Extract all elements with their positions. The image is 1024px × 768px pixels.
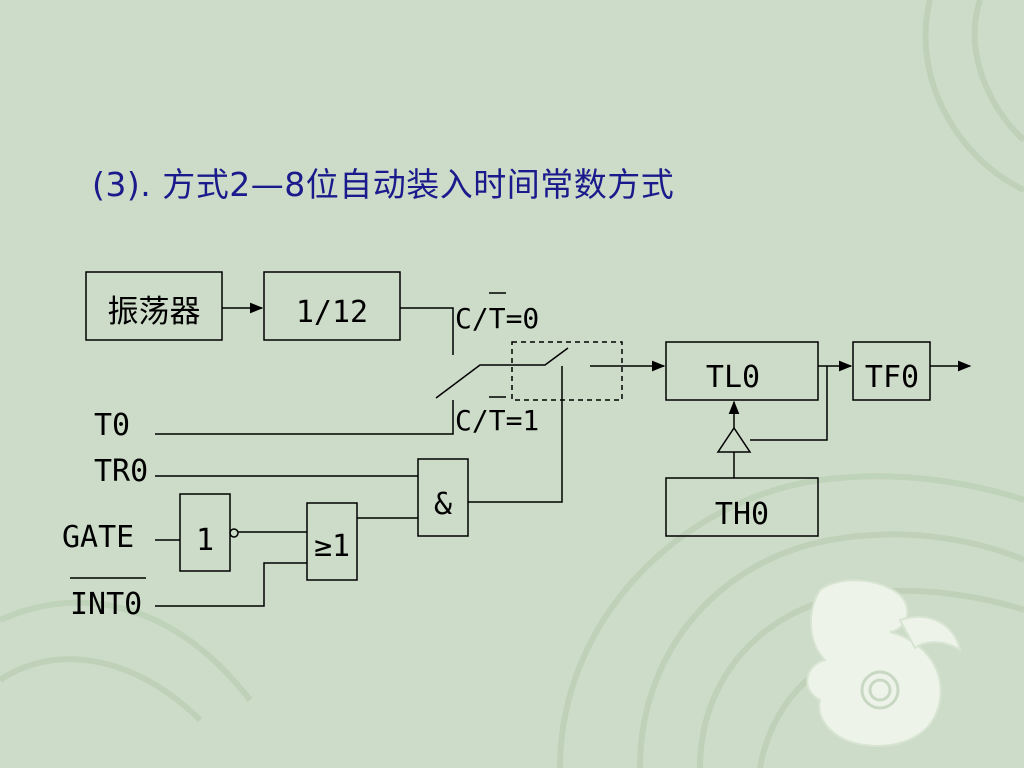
switch-blade — [435, 347, 569, 399]
oscillator-label: 振荡器 — [108, 294, 201, 330]
slide-title: (3). 方式2—8位自动装入时间常数方式 — [92, 165, 675, 204]
and-gate — [417, 458, 469, 537]
th0-label: TH0 — [715, 497, 769, 532]
oscillator-box — [85, 271, 223, 341]
tl0-label: TL0 — [706, 360, 760, 395]
th0-box — [665, 477, 819, 537]
tf0-box — [852, 341, 931, 401]
ct1-label: C/T=1 — [455, 404, 539, 437]
inverter-bubble — [229, 528, 239, 538]
tl0-box — [665, 341, 819, 401]
and-to-switch-wire — [468, 366, 563, 503]
divider-output-wire — [400, 307, 454, 355]
ct0-label: C/T=0 — [455, 302, 539, 335]
or-gate-label: ≥1 — [314, 529, 350, 564]
t0-label: T0 — [94, 408, 130, 443]
divider-box — [263, 271, 401, 341]
divider-label: 1/12 — [296, 295, 368, 330]
overflow-reload-wire — [750, 366, 828, 441]
tf0-label: TF0 — [865, 360, 919, 395]
tr0-label: TR0 — [94, 454, 148, 489]
switch-frame — [511, 341, 623, 401]
int0-wire — [155, 562, 307, 607]
or-gate — [306, 502, 358, 581]
int0-label: INT0 — [70, 587, 142, 622]
t0-wire — [155, 400, 454, 435]
gate-label: GATE — [62, 520, 134, 555]
buffer-triangle — [716, 426, 752, 453]
dragon-logo — [806, 579, 962, 747]
and-gate-label: & — [434, 487, 452, 522]
not-gate-label: 1 — [196, 523, 214, 558]
